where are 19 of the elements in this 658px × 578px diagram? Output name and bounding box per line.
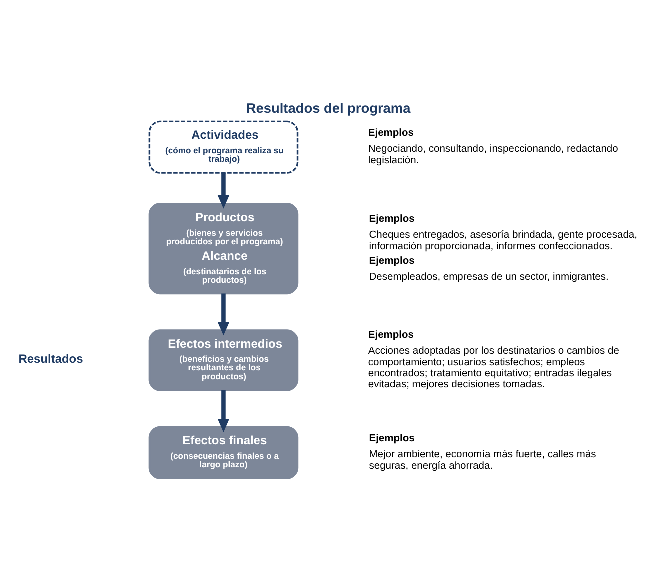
- node-box: Efectos finales (consecuencias finales o a largo plazo): [148, 426, 299, 480]
- node-label: Acciones adoptadas por los destinatarios o cambios de comportamiento; usuarios satisfechos; empleos encontrados; tratamiento equitativo; entradas ilegales evitadas; mejores decisiones tomadas.: [368, 346, 620, 391]
- node-box: Productos (bienes y servicios producidos por el programa) Alcance (destinatarios de los productos): [148, 202, 299, 295]
- label: Resultados: [18, 352, 84, 366]
- node-label: Mejor ambiente, economía más fuerte, calles más seguras, energía ahorrada.: [369, 450, 596, 472]
- node-box: Actividades (cómo el programa realiza su trabajo): [148, 120, 299, 174]
- arrow: [218, 294, 230, 336]
- diagram-title: Resultados del programa: [246, 100, 411, 116]
- arrow: [218, 173, 230, 209]
- node-label: Desempleados, empresas de un sector, inmigrantes.: [369, 272, 609, 284]
- node-label: Negociando, consultando, inspeccionando, redactando legislación.: [368, 144, 618, 166]
- node-label: Ejemplos: [369, 214, 415, 225]
- node-label: Ejemplos: [368, 128, 414, 139]
- node-box: Efectos intermedios (beneficios y cambios resultantes de los productos): [148, 330, 299, 392]
- arrow: [218, 390, 230, 432]
- node-label: Ejemplos: [369, 433, 415, 444]
- node-label: Ejemplos: [369, 256, 415, 267]
- node-label: Cheques entregados, asesoría brindada, gente procesada, información proporcionada, informes confeccionados.: [369, 230, 638, 252]
- node-label: Ejemplos: [368, 330, 414, 341]
